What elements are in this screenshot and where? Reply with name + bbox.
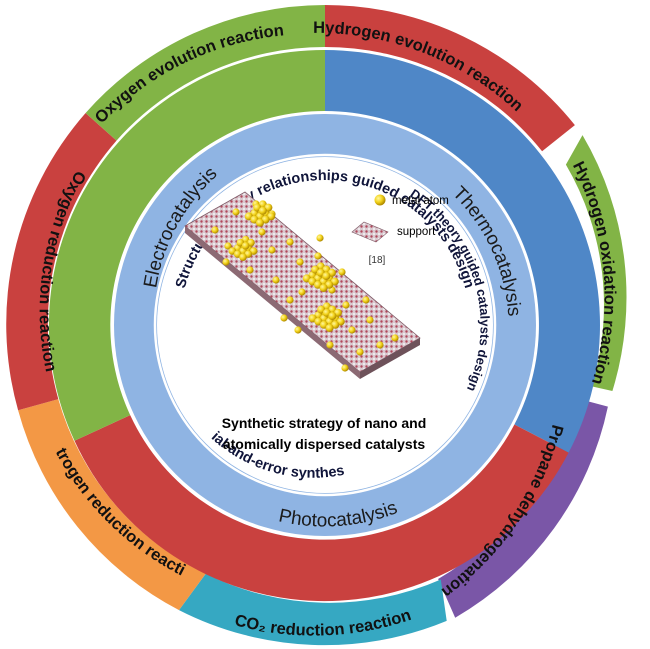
- metal-atom: [211, 226, 219, 234]
- metal-atom: [322, 272, 331, 280]
- metal-atom: [280, 314, 288, 322]
- metal-atom: [268, 246, 276, 254]
- metal-atom: [239, 253, 247, 261]
- metal-atom: [256, 218, 264, 227]
- metal-atom: [362, 296, 370, 304]
- metal-atoms: [211, 200, 399, 372]
- legend-support-label: support: [397, 226, 436, 238]
- metal-atom: [348, 326, 356, 334]
- metal-atom: [366, 316, 374, 324]
- outer-segment-co2-reduction[interactable]: [179, 573, 447, 646]
- metal-atom: [286, 296, 294, 304]
- outer-segment-oxygen-evolution[interactable]: [85, 5, 325, 141]
- legend: metal atom support [18]: [351, 194, 449, 266]
- metal-atom: [391, 334, 399, 342]
- metal-atom: [341, 364, 349, 372]
- inner-ring-divider: [153, 153, 497, 497]
- metal-atom: [296, 258, 304, 266]
- metal-atom: [338, 268, 346, 276]
- metal-atom: [241, 241, 250, 250]
- metal-atom: [298, 288, 306, 296]
- middle-ring: [48, 49, 600, 602]
- metal-atom: [316, 234, 324, 242]
- middle-segment-electrocatalysis[interactable]: [48, 49, 326, 441]
- metal-atom: [319, 284, 328, 292]
- metal-atom: [272, 276, 280, 284]
- metal-atom: [376, 341, 384, 349]
- outer-segment-nitrogen-reduction[interactable]: [18, 399, 206, 611]
- middle-segment-thermocatalysis[interactable]: [325, 50, 600, 453]
- metal-atom: [224, 242, 232, 250]
- center-title-line2: atomically dispersed catalysts: [223, 436, 426, 452]
- middle-segment-photocatalysis[interactable]: [74, 415, 569, 602]
- metal-atom: [326, 341, 334, 349]
- legend-support-icon: [351, 221, 389, 243]
- outer-segment-oxygen-reduction[interactable]: [6, 113, 117, 411]
- center-illustration: metal atom support [18] Synthetic strate…: [184, 191, 449, 452]
- metal-atom: [222, 258, 230, 266]
- metal-atom: [325, 324, 334, 332]
- metal-atom: [294, 326, 302, 334]
- outer-segment-hydrogen-evolution[interactable]: [325, 4, 575, 152]
- legend-metal-atom-label: metal atom: [392, 195, 449, 207]
- metal-atom: [328, 312, 337, 320]
- legend-atom-icon: [374, 194, 386, 206]
- metal-atom: [232, 208, 240, 216]
- metal-atom: [258, 228, 266, 236]
- outer-segment-hydrogen-oxidation[interactable]: [565, 135, 627, 391]
- metal-atom: [258, 206, 267, 215]
- metal-atom: [314, 252, 322, 260]
- metal-atom: [342, 301, 350, 309]
- metal-atom: [286, 238, 294, 246]
- metal-atom: [246, 266, 254, 274]
- reference-label: [18]: [369, 255, 386, 266]
- metal-atom: [356, 348, 364, 356]
- center-title-line1: Synthetic strategy of nano and: [222, 415, 427, 431]
